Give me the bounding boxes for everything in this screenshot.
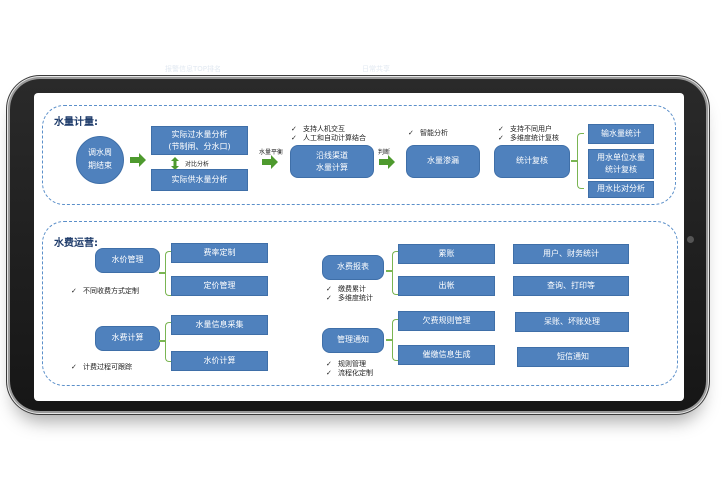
stats-output-box[interactable]: 用水单位水量 统计复核	[588, 149, 654, 179]
billing-group-box[interactable]: 管理通知	[322, 328, 384, 353]
screen: 水量计量: 调水周 期结束 实际过水量分析 (节制闸、分水口) 对比分析 实际供…	[34, 93, 684, 401]
stats-review-box[interactable]: 统计复核	[494, 145, 570, 178]
check-icon: ✓	[498, 125, 504, 133]
flow-analysis-box[interactable]: 实际过水量分析 (节制闸、分水口)	[151, 126, 248, 155]
billing-panel	[42, 221, 678, 386]
brace-connector	[159, 340, 165, 342]
billing-right-box[interactable]: 呆账、坏账处理	[515, 312, 629, 332]
billing-child-box[interactable]: 费率定制	[171, 243, 268, 263]
brace-connector	[392, 319, 399, 361]
stats-output-box[interactable]: 用水比对分析	[588, 181, 654, 198]
check-icon: ✓	[326, 294, 332, 302]
brace-connector	[159, 272, 165, 274]
brace-connector	[386, 339, 392, 341]
billing-right-box[interactable]: 查询、打印等	[513, 276, 629, 296]
check-icon: ✓	[326, 285, 332, 293]
metering-title: 水量计量:	[54, 117, 98, 128]
brace-connector	[165, 322, 172, 362]
arrow-right-icon	[130, 153, 146, 167]
balance-label: 水量平衡	[259, 149, 284, 156]
camera-dot	[687, 236, 694, 243]
check-icon: ✓	[71, 287, 77, 295]
billing-group-notes: ✓缴费累计 ✓多维度统计	[326, 285, 373, 302]
leak-box[interactable]: 水量渗漏	[406, 145, 480, 178]
judge-label: 判断	[378, 149, 391, 156]
faded-header-text: 日常共享	[362, 65, 390, 73]
stats-notes: ✓支持不同用户 ✓多维度统计复核	[498, 125, 559, 142]
billing-group-notes: ✓规则管理 ✓流程化定制	[326, 360, 373, 377]
check-icon: ✓	[291, 134, 297, 142]
canal-calc-box[interactable]: 沿线渠道 水量计算	[290, 145, 374, 178]
stats-output-box[interactable]: 输水量统计	[588, 124, 654, 144]
check-icon: ✓	[498, 134, 504, 142]
check-icon: ✓	[408, 129, 414, 137]
billing-child-box[interactable]: 水量信息采集	[171, 315, 268, 335]
double-arrow-icon	[171, 157, 179, 170]
billing-child-box[interactable]: 出帐	[398, 276, 495, 296]
check-icon: ✓	[291, 125, 297, 133]
arrow-right-icon	[262, 155, 278, 169]
check-icon: ✓	[326, 369, 332, 377]
billing-group-notes: ✓计费过程可跟踪	[71, 363, 132, 371]
billing-right-box[interactable]: 短信通知	[517, 347, 629, 367]
billing-title: 水费运营:	[54, 238, 98, 249]
billing-child-box[interactable]: 定价管理	[171, 276, 268, 296]
brace-connector	[392, 251, 399, 295]
leak-notes: ✓智能分析	[408, 129, 448, 137]
cycle-end-node[interactable]: 调水周 期结束	[76, 136, 124, 184]
billing-group-notes: ✓不同收费方式定制	[71, 287, 139, 295]
billing-group-box[interactable]: 水价管理	[95, 248, 160, 273]
supply-analysis-box[interactable]: 实际供水量分析	[151, 169, 248, 191]
arrow-right-icon	[379, 155, 395, 169]
canal-notes: ✓支持人机交互 ✓人工和自动计算结合	[291, 125, 366, 142]
billing-child-box[interactable]: 水价计算	[171, 351, 268, 371]
faded-header-text: 报警信息TOP排名	[165, 65, 222, 73]
billing-child-box[interactable]: 累账	[398, 244, 495, 264]
metering-panel	[42, 105, 676, 205]
brace-connector	[577, 133, 584, 189]
compare-label: 对比分析	[185, 161, 210, 168]
billing-group-box[interactable]: 水费报表	[322, 255, 384, 280]
check-icon: ✓	[71, 363, 77, 371]
billing-child-box[interactable]: 催缴信息生成	[398, 345, 495, 365]
billing-group-box[interactable]: 水费计算	[95, 326, 160, 351]
brace-connector	[571, 160, 577, 162]
brace-connector	[386, 270, 392, 272]
billing-right-box[interactable]: 用户、财务统计	[513, 244, 629, 264]
check-icon: ✓	[326, 360, 332, 368]
brace-connector	[165, 251, 172, 296]
billing-child-box[interactable]: 欠费规则管理	[398, 311, 495, 331]
